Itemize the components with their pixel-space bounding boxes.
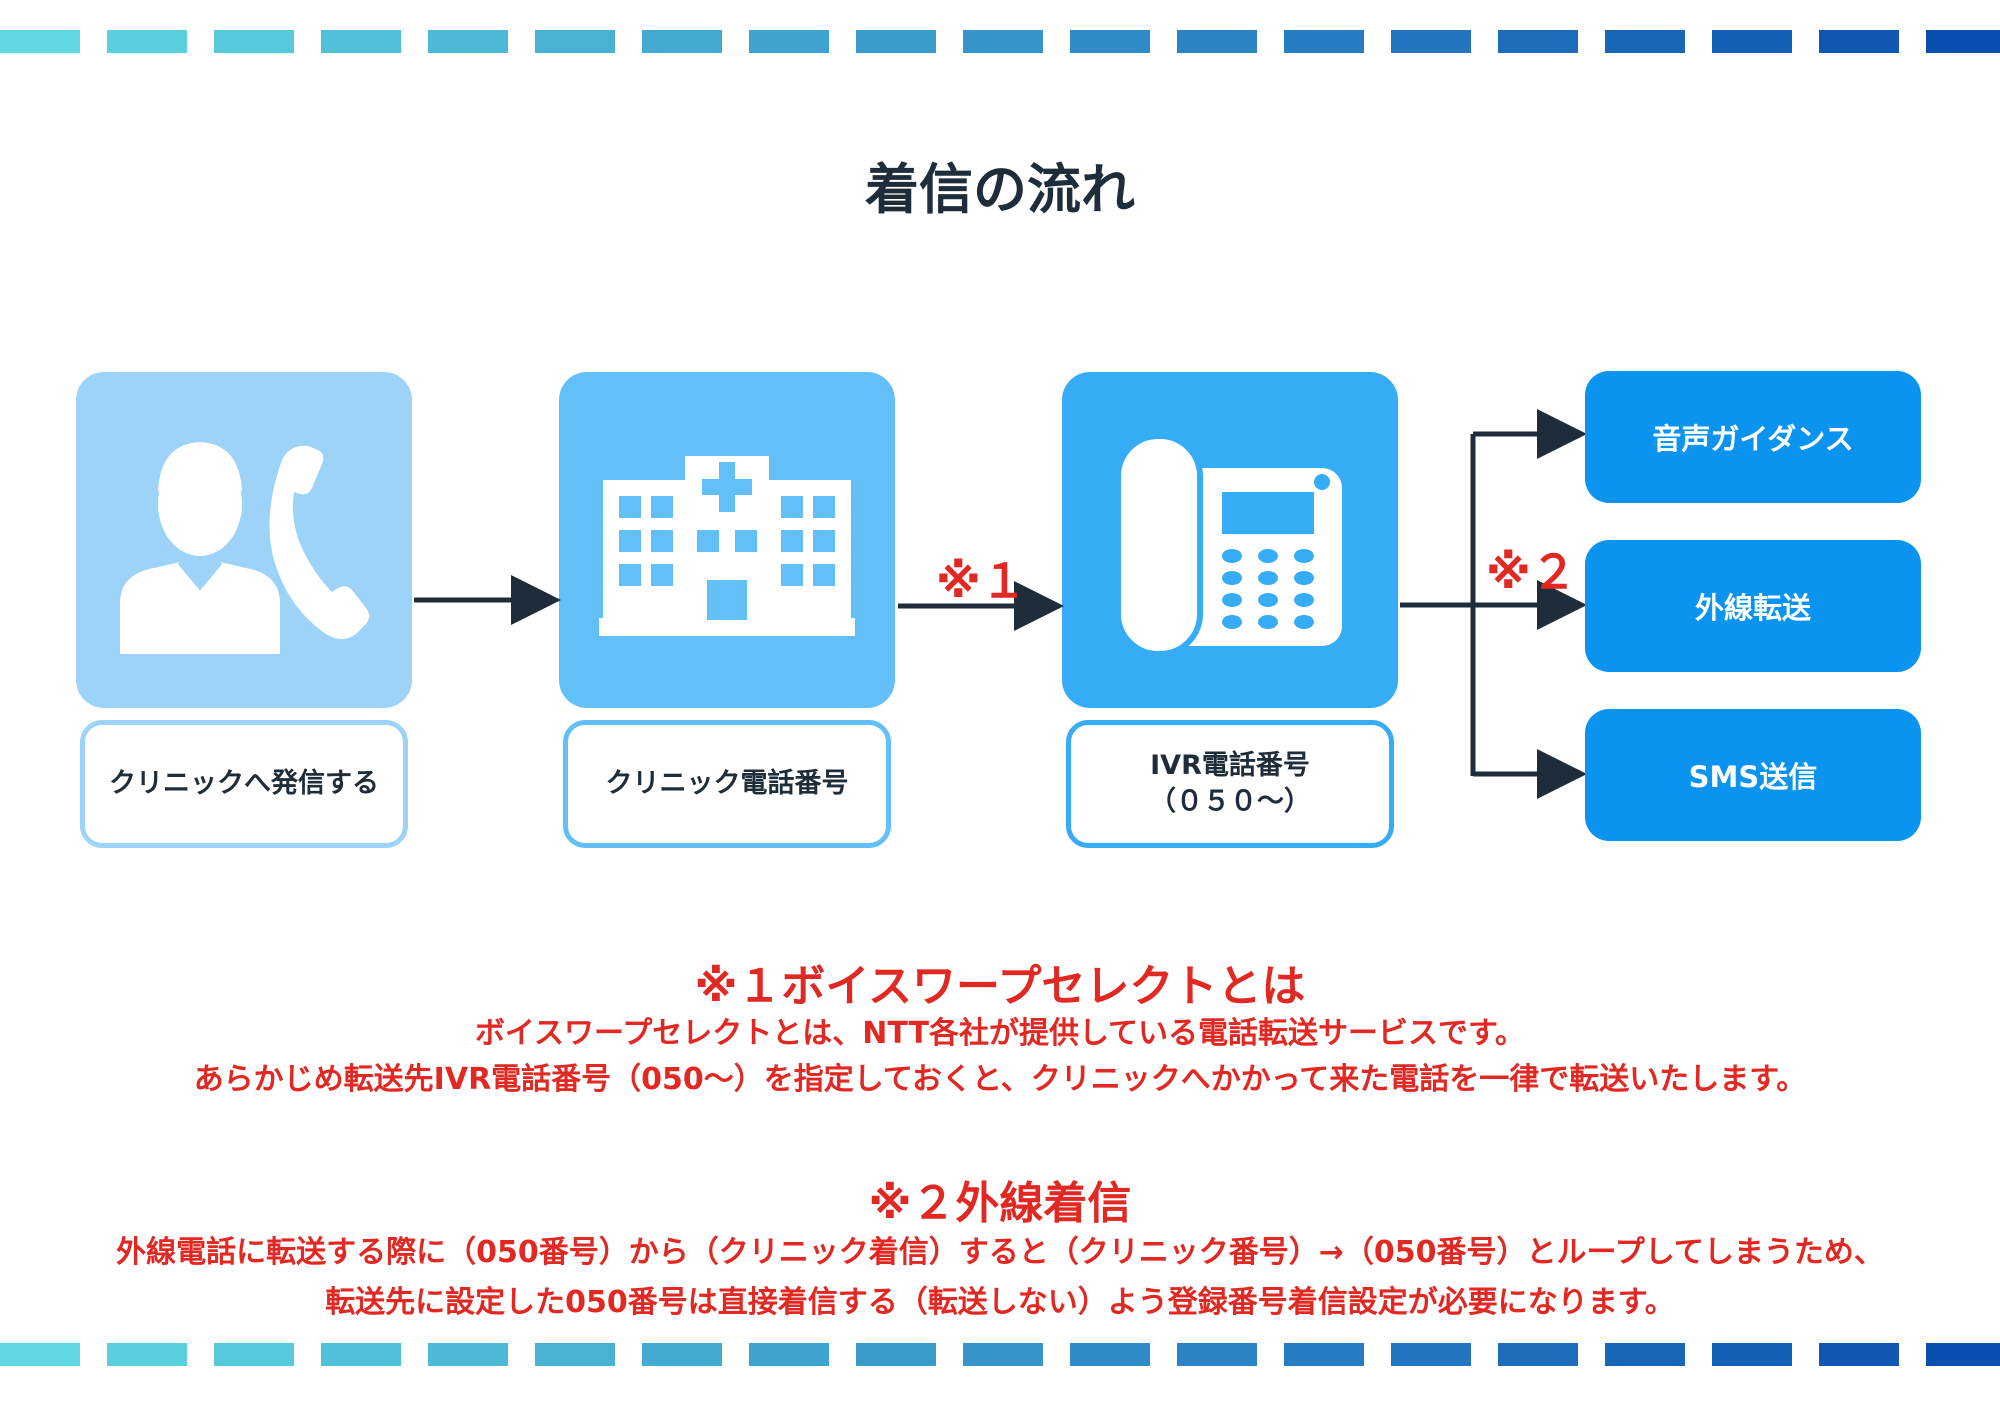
- border-dash: [321, 30, 401, 53]
- border-dash: [214, 30, 294, 53]
- border-dash: [1498, 30, 1578, 53]
- marker-1: ※１: [936, 554, 1027, 608]
- border-dash: [1070, 1343, 1150, 1366]
- border-dash: [1926, 30, 2000, 53]
- border-dash: [535, 30, 615, 53]
- step-caller-tile: [76, 372, 412, 708]
- note-2-heading: ※２外線着信: [868, 1178, 1132, 1229]
- step-ivr-label: IVR電話番号 （０５０〜）: [1066, 720, 1394, 848]
- border-dash: [1712, 1343, 1792, 1366]
- border-dash: [0, 1343, 80, 1366]
- step-hospital-label: クリニック電話番号: [563, 720, 891, 848]
- destination-voice-guidance: 音声ガイダンス: [1585, 371, 1921, 503]
- border-dash: [535, 1343, 615, 1366]
- note-2-line-2: 転送先に設定した050番号は直接着信する（転送しない）よう登録番号着信設定が必要…: [325, 1285, 1675, 1320]
- border-dash: [428, 30, 508, 53]
- caller-with-handset-icon: [120, 442, 369, 654]
- border-dash: [107, 1343, 187, 1366]
- border-dash: [1926, 1343, 2000, 1366]
- border-dash: [321, 1343, 401, 1366]
- destination-sms: SMS送信: [1585, 709, 1921, 841]
- border-dash: [1819, 30, 1899, 53]
- border-dash: [642, 1343, 722, 1366]
- page-title: 着信の流れ: [865, 158, 1135, 221]
- note-1-heading: ※１ボイスワープセレクトとは: [694, 961, 1306, 1012]
- border-dash: [1177, 30, 1257, 53]
- note-1-line-2: あらかじめ転送先IVR電話番号（050〜）を指定しておくと、クリニックへかかって…: [193, 1062, 1807, 1097]
- border-dash: [749, 30, 829, 53]
- border-dash: [0, 30, 80, 53]
- note-1-line-1: ボイスワープセレクトとは、NTT各社が提供している電話転送サービスです。: [474, 1016, 1526, 1051]
- border-dash: [107, 30, 187, 53]
- step-ivr-phone-tile: [1062, 372, 1398, 708]
- border-dash: [963, 1343, 1043, 1366]
- step-ivr-label-line1: IVR電話番号: [1150, 749, 1310, 781]
- border-dash: [1284, 30, 1364, 53]
- border-dash: [1712, 30, 1792, 53]
- step-ivr-label-line2: （０５０〜）: [1149, 786, 1311, 817]
- border-dash: [1605, 30, 1685, 53]
- step-caller-label: クリニックへ発信する: [80, 720, 408, 848]
- desk-phone-icon: [1115, 433, 1342, 657]
- border-dash: [1498, 1343, 1578, 1366]
- step-hospital-tile: [559, 372, 895, 708]
- border-dash: [1177, 1343, 1257, 1366]
- border-dash: [1819, 1343, 1899, 1366]
- border-dash: [1284, 1343, 1364, 1366]
- border-dash: [428, 1343, 508, 1366]
- bottom-dashed-border: [0, 1343, 2000, 1366]
- border-dash: [749, 1343, 829, 1366]
- border-dash: [856, 1343, 936, 1366]
- border-dash: [1605, 1343, 1685, 1366]
- border-dash: [642, 30, 722, 53]
- border-dash: [963, 30, 1043, 53]
- border-dash: [1070, 30, 1150, 53]
- top-dashed-border: [0, 30, 2000, 53]
- border-dash: [1391, 1343, 1471, 1366]
- border-dash: [214, 1343, 294, 1366]
- border-dash: [856, 30, 936, 53]
- marker-2: ※２: [1486, 545, 1577, 599]
- hospital-building-icon: [599, 456, 855, 636]
- border-dash: [1391, 30, 1471, 53]
- destination-external-transfer: 外線転送: [1585, 540, 1921, 672]
- note-2-line-1: 外線電話に転送する際に（050番号）から（クリニック着信）すると（クリニック番号…: [116, 1235, 1884, 1270]
